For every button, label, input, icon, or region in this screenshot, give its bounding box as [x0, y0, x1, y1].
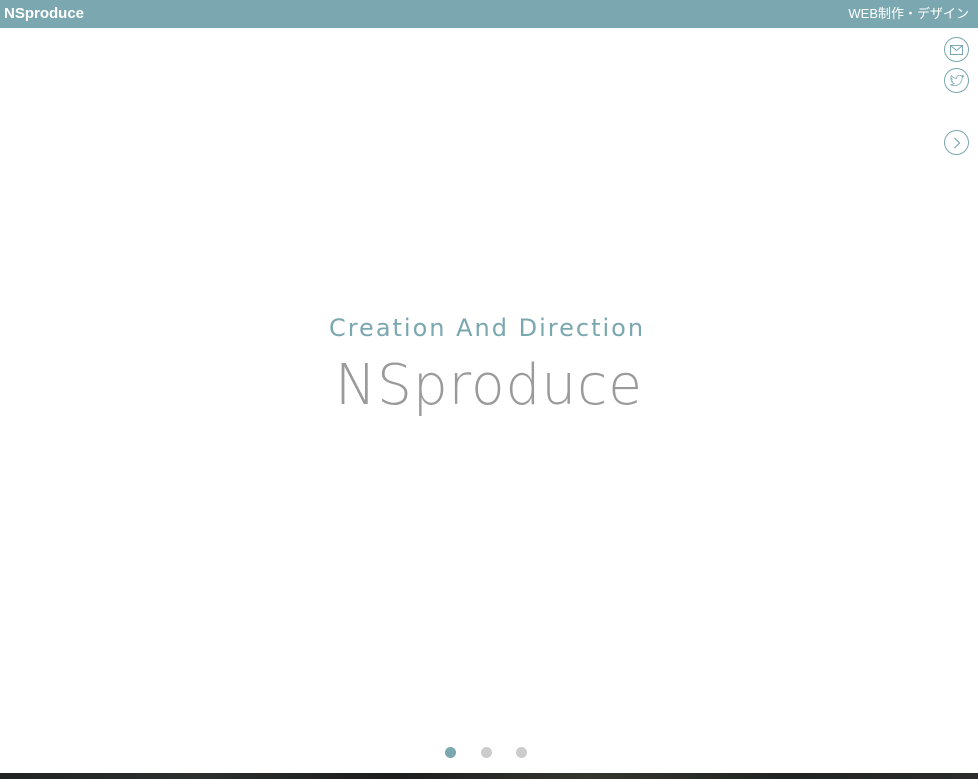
pagination-dot-3[interactable]: [516, 747, 527, 758]
twitter-button[interactable]: [944, 68, 969, 93]
mail-button[interactable]: [944, 37, 969, 62]
hero-title: NSproduce: [334, 353, 644, 418]
pagination-dot-2[interactable]: [481, 747, 492, 758]
next-section-image-edge: [0, 773, 978, 779]
pagination-dot-1[interactable]: [445, 747, 456, 758]
hero: Creation And Direction NSproduce: [0, 310, 978, 418]
hero-subtitle: Creation And Direction: [328, 314, 646, 342]
chevron-right-icon: [953, 137, 960, 148]
twitter-icon: [949, 74, 964, 86]
top-bar: NSproduce WEB制作・デザイン: [0, 0, 978, 28]
tagline: WEB制作・デザイン: [848, 6, 969, 21]
next-slide-button[interactable]: [944, 130, 969, 155]
mail-icon: [950, 44, 963, 55]
brand-logo-link[interactable]: NSproduce: [4, 5, 85, 22]
